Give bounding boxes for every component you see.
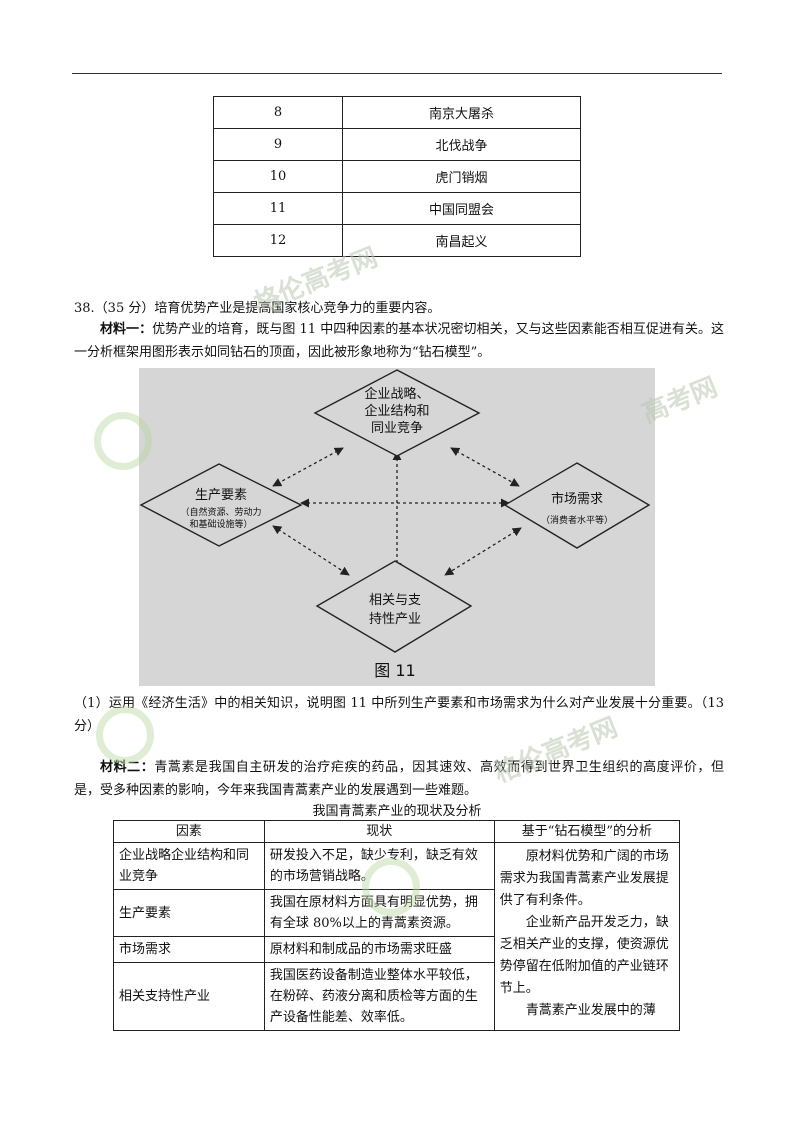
event-number: 10: [213, 160, 343, 193]
analysis-paragraph-1: 原材料优势和广阔的市场需求为我国青蒿素产业发展提供了有利条件。: [499, 849, 669, 908]
top-label-line1: 企业战略、: [364, 386, 429, 402]
event-name: 南昌起义: [342, 224, 581, 257]
diamond-diagram: 企业战略、 企业结构和 同业竞争 生产要素 （自然资源、劳动力 和基础设施等） …: [139, 369, 651, 680]
watermark-logo-icon: [362, 858, 420, 916]
material-two-label: 材料二：: [100, 760, 155, 775]
analysis-paragraph-2: 企业新产品开发乏力，缺乏相关产业的支撑，使资源优势停留在低附加值的产业链环节上。: [499, 915, 669, 996]
event-name: 北伐战争: [342, 128, 581, 161]
material-one: 材料一：优势产业的培育，既与图 11 中四种因素的基本状况密切相关，又与这些因素…: [74, 318, 724, 364]
table-header-row: 因素 现状 基于“钻石模型”的分析: [113, 820, 681, 843]
left-label-sub1: （自然资源、劳动力: [180, 506, 261, 518]
material-one-label: 材料一：: [100, 322, 153, 337]
diamond-left: [139, 463, 303, 547]
top-label-line3: 同业竞争: [371, 420, 423, 436]
sub-question-one: （1）运用《经济生活》中的相关知识，说明图 11 中所列生产要素和市场需求为什么…: [74, 696, 724, 734]
diamond-model-figure: 企业战略、 企业结构和 同业竞争 生产要素 （自然资源、劳动力 和基础设施等） …: [139, 368, 655, 686]
status-cell: 原材料和制成品的市场需求旺盛: [263, 936, 495, 963]
watermark-logo-icon: [94, 412, 152, 470]
event-name: 虎门销烟: [342, 160, 581, 193]
connector-top-right: [450, 447, 520, 487]
left-label-sub2: 和基础设施等）: [189, 518, 252, 530]
table-row: 市场需求 原材料和制成品的市场需求旺盛: [113, 936, 680, 963]
bottom-label-line1: 相关与支: [369, 593, 421, 608]
event-number: 9: [213, 128, 343, 161]
event-number: 8: [213, 96, 343, 129]
event-name: 中国同盟会: [342, 192, 581, 225]
analysis-cell: 原材料优势和广阔的市场需求为我国青蒿素产业发展提供了有利条件。 企业新产品开发乏…: [493, 842, 681, 1031]
connector-left-bottom: [272, 525, 350, 576]
factor-cell: 市场需求: [113, 936, 265, 963]
bottom-label-line2: 持性产业: [369, 612, 421, 627]
event-number: 12: [213, 224, 343, 257]
diamond-top: [313, 369, 481, 457]
left-label-main: 生产要素: [195, 488, 247, 503]
material-two-text: 青蒿素是我国自主研发的治疗疟疾的药品，因其速效、高效而得到世界卫生组织的高度评价…: [74, 760, 724, 798]
header-rule: [72, 73, 722, 74]
connector-right-bottom: [444, 527, 522, 576]
header-status: 现状: [263, 820, 495, 843]
event-name: 南京大屠杀: [342, 96, 581, 129]
right-label-main: 市场需求: [551, 491, 603, 507]
table-row: 相关支持性产业 我国医药设备制造业整体水平较低，在粉碎、药液分离和质检等方面的生…: [113, 962, 680, 1031]
connector-top-left: [272, 447, 344, 487]
top-label-line2: 企业结构和: [364, 403, 429, 419]
header-analysis: 基于“钻石模型”的分析: [493, 820, 681, 843]
diamond-bottom: [315, 560, 473, 653]
event-number: 11: [213, 192, 343, 225]
analysis-table: 因素 现状 基于“钻石模型”的分析 企业战略企业结构和同业竞争 研发投入不足，缺…: [113, 820, 681, 1031]
watermark-logo-icon: [96, 706, 154, 764]
figure-caption: 图 11: [374, 661, 415, 680]
material-one-text: 优势产业的培育，既与图 11 中四种因素的基本状况密切相关，又与这些因素能否相互…: [74, 322, 724, 360]
analysis-table-caption: 我国青蒿素产业的现状及分析: [312, 804, 482, 819]
diamond-right: [503, 462, 651, 549]
status-cell: 我国医药设备制造业整体水平较低，在粉碎、药液分离和质检等方面的生产设备性能差、效…: [263, 962, 495, 1031]
analysis-paragraph-3: 青蒿素产业发展中的薄: [525, 1003, 656, 1018]
table-row: 企业战略企业结构和同业竞争 研发投入不足，缺少专利，缺乏有效的市场营销战略。 原…: [113, 842, 681, 1031]
question-title: 38.（35 分）培育优势产业是提高国家核心竞争力的重要内容。: [74, 301, 441, 316]
factor-cell: 相关支持性产业: [113, 962, 265, 1031]
right-label-sub: （消费者水平等）: [541, 514, 613, 526]
material-two: 材料二：青蒿素是我国自主研发的治疗疟疾的药品，因其速效、高效而得到世界卫生组织的…: [74, 756, 724, 802]
factor-cell: 生产要素: [113, 889, 265, 937]
factor-cell: 企业战略企业结构和同业竞争: [113, 842, 265, 890]
header-factor: 因素: [113, 820, 265, 843]
